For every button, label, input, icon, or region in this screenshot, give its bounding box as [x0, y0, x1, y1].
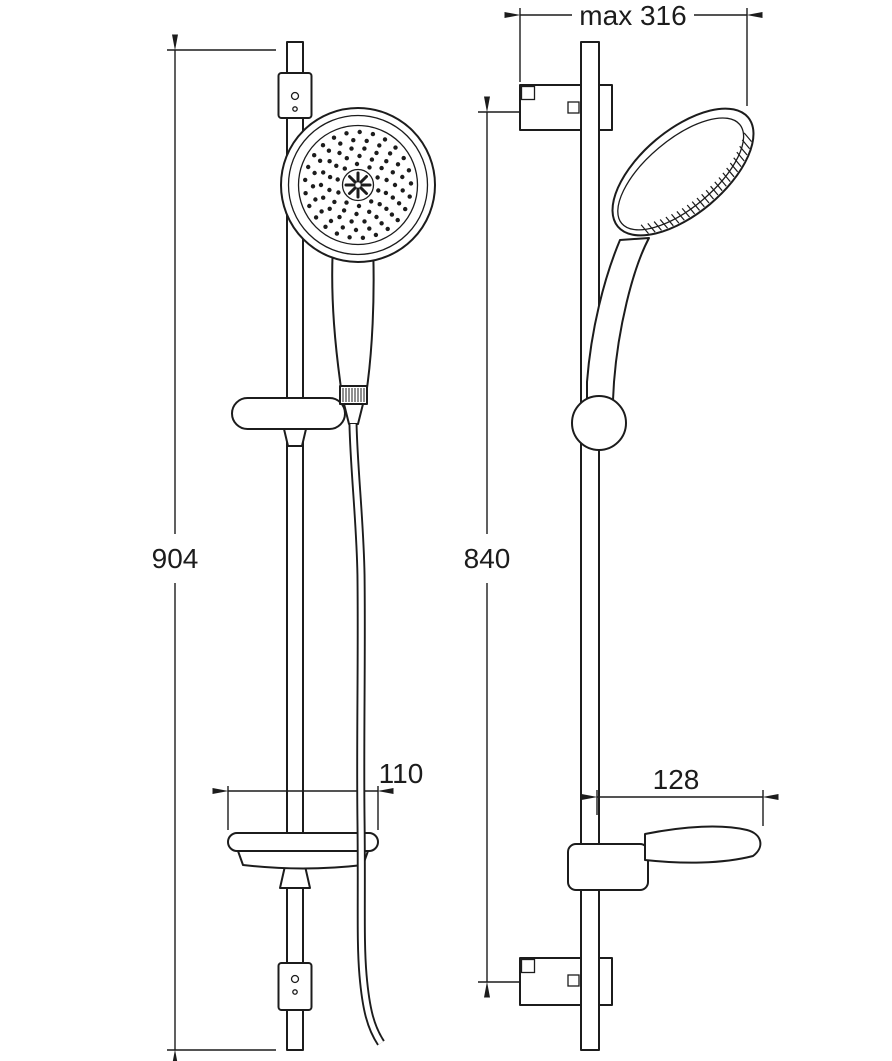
spray-selector-icon	[344, 171, 372, 199]
head-outline	[611, 107, 755, 237]
slide-rail-front	[286, 41, 304, 1051]
wall-bracket-top-front	[277, 72, 313, 119]
bracket-details-side	[520, 85, 580, 987]
screw-hole	[567, 101, 580, 114]
spray-selector-ring	[341, 168, 375, 202]
dish-body	[644, 825, 762, 864]
dimension-max-316: max 316	[504, 0, 763, 106]
dimension-128: 128	[581, 764, 779, 826]
dim-110-label: 110	[379, 758, 424, 789]
hand-shower-head-front	[280, 107, 436, 263]
dim-840-label: 840	[464, 543, 511, 574]
soap-dish-front	[227, 832, 379, 889]
screw-hole	[292, 989, 298, 995]
slider-knob-side	[571, 395, 627, 451]
bracket-tab	[520, 958, 536, 974]
spray-nozzles	[303, 129, 414, 240]
hose-nut-front	[339, 385, 368, 425]
shower-hose-front	[348, 423, 385, 1046]
hand-shower-head-side	[611, 107, 755, 237]
dim-128-label: 128	[653, 764, 700, 795]
knurl-texture	[342, 388, 365, 402]
dimension-110: 110	[212, 758, 424, 830]
hand-shower-handle-front	[331, 244, 375, 389]
screw-hole	[290, 91, 300, 101]
wall-bracket-bottom-front	[277, 962, 313, 1011]
dimension-840: 840	[464, 96, 519, 998]
front-view: 904 110	[152, 34, 436, 1061]
hose-collar	[343, 403, 364, 425]
dimension-904: 904	[152, 34, 276, 1061]
spray-face-texture	[640, 132, 752, 234]
dim-max316-label: max 316	[579, 0, 686, 31]
dim-904-label: 904	[152, 543, 199, 574]
dish-clamp	[567, 843, 649, 891]
side-view: max 316 840	[464, 0, 779, 1051]
soap-dish-side	[567, 825, 762, 891]
screw-hole	[290, 974, 300, 984]
bracket-tab	[520, 85, 536, 101]
screw-hole	[292, 106, 298, 112]
dish-body	[237, 850, 369, 870]
slider-holder-front	[231, 397, 346, 447]
screw-hole	[567, 974, 580, 987]
dish-rim	[227, 832, 379, 852]
slide-rail-side	[580, 41, 600, 1051]
